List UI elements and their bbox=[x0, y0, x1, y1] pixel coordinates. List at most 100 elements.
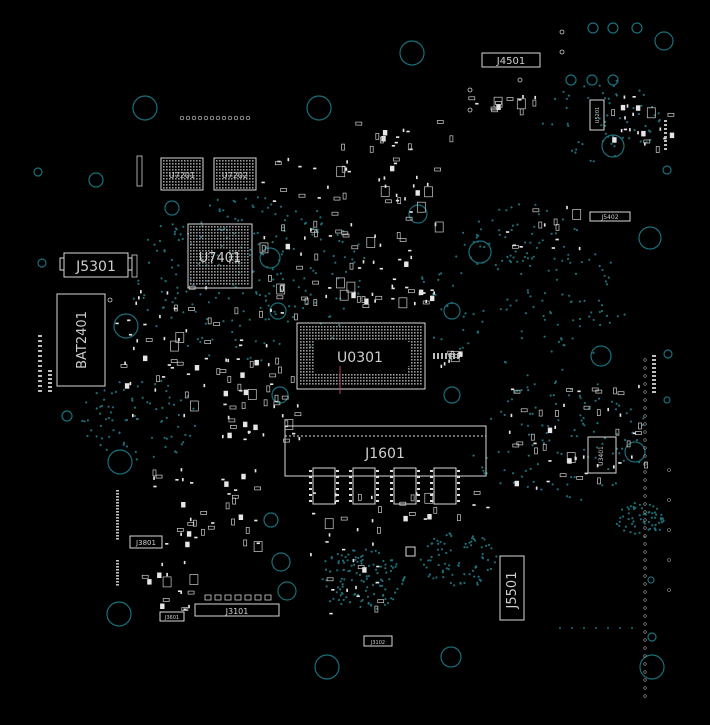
connector-j5402[interactable]: J5402 bbox=[589, 211, 631, 222]
bga-ball bbox=[354, 326, 356, 328]
bga-ball bbox=[190, 226, 192, 228]
pin-column bbox=[116, 520, 119, 522]
connector-j5501[interactable]: J5501 bbox=[499, 555, 525, 621]
bga-ball bbox=[243, 178, 245, 180]
chip-u7401[interactable]: U7401 bbox=[187, 223, 253, 289]
pad bbox=[185, 541, 190, 548]
bga-ball bbox=[229, 232, 231, 234]
component-outline bbox=[434, 221, 444, 233]
bga-ball bbox=[345, 374, 347, 376]
connector-j3102[interactable]: J3102 bbox=[363, 635, 393, 647]
bga-ball bbox=[231, 172, 233, 174]
pin-column bbox=[38, 390, 42, 392]
pad bbox=[391, 297, 395, 300]
pad bbox=[346, 588, 348, 592]
bga-ball bbox=[357, 377, 359, 379]
bga-ball bbox=[252, 175, 254, 177]
pad bbox=[555, 238, 559, 241]
via bbox=[588, 315, 591, 318]
pin-column bbox=[652, 391, 656, 393]
via bbox=[134, 450, 137, 453]
edge-via bbox=[643, 358, 647, 362]
via bbox=[271, 268, 274, 271]
via bbox=[629, 505, 632, 508]
edge-via bbox=[643, 382, 647, 386]
bga-ball bbox=[225, 169, 227, 171]
bga-ball bbox=[199, 265, 201, 267]
connector-j3601[interactable]: J3601 bbox=[159, 611, 185, 622]
edge-via bbox=[643, 670, 647, 674]
edge-via bbox=[643, 526, 647, 530]
bga-ball bbox=[417, 371, 419, 373]
bga-ball bbox=[235, 283, 237, 285]
chip-u5201[interactable]: U5201 bbox=[589, 99, 605, 131]
bga-ball bbox=[228, 187, 230, 189]
bga-ball bbox=[348, 326, 350, 328]
via bbox=[374, 549, 377, 553]
bga-ball bbox=[240, 175, 242, 177]
bga-ball bbox=[208, 250, 210, 252]
chip-u7202[interactable]: U7202 bbox=[213, 157, 257, 191]
bga-ball bbox=[181, 187, 183, 189]
bga-ball bbox=[163, 184, 165, 186]
via bbox=[597, 299, 601, 302]
connector-j3101[interactable]: J3101 bbox=[194, 603, 280, 617]
via bbox=[273, 310, 276, 313]
pin-column bbox=[664, 124, 667, 126]
component-outline bbox=[336, 166, 346, 178]
bga-ball bbox=[220, 226, 222, 228]
bga-ball bbox=[306, 350, 308, 352]
via bbox=[527, 454, 530, 457]
bga-ball bbox=[208, 283, 210, 285]
chip-u7201[interactable]: U7201 bbox=[160, 157, 204, 191]
bga-ball bbox=[211, 265, 213, 267]
via bbox=[419, 558, 422, 561]
pad bbox=[280, 312, 284, 314]
bga-ball bbox=[378, 374, 380, 376]
component-outline bbox=[644, 461, 648, 469]
via bbox=[340, 577, 343, 580]
bga-ball bbox=[205, 280, 207, 282]
pad bbox=[440, 364, 443, 368]
dimm-package bbox=[433, 467, 457, 505]
bga-ball bbox=[303, 332, 305, 334]
bga-ball bbox=[312, 383, 314, 385]
small-hole bbox=[559, 29, 565, 35]
via bbox=[485, 544, 488, 548]
connector-j3801[interactable]: J3801 bbox=[129, 535, 163, 549]
label-j3102: J3102 bbox=[370, 640, 385, 646]
via bbox=[182, 225, 185, 228]
via bbox=[547, 424, 550, 428]
chip-u3401[interactable]: U3401 bbox=[587, 436, 617, 474]
bga-ball bbox=[309, 377, 311, 379]
connector-j4501[interactable]: J4501 bbox=[481, 52, 541, 68]
component-outline bbox=[572, 209, 582, 220]
bga-ball bbox=[405, 377, 407, 379]
via bbox=[566, 122, 569, 125]
connector-j5301[interactable]: J5301 bbox=[59, 252, 133, 278]
via bbox=[541, 299, 544, 302]
component-outline bbox=[424, 492, 434, 504]
connector-j1601[interactable]: J1601 bbox=[284, 425, 487, 477]
pad bbox=[510, 388, 515, 391]
via bbox=[248, 254, 251, 257]
component-outline bbox=[200, 511, 208, 515]
pad bbox=[183, 560, 186, 565]
bga-ball bbox=[360, 329, 362, 331]
bga-ball bbox=[223, 268, 225, 270]
via bbox=[329, 315, 332, 318]
chip-u0301[interactable]: U0301 bbox=[296, 322, 426, 394]
battery-bat2401[interactable]: BAT2401 bbox=[56, 293, 106, 387]
bga-ball bbox=[420, 338, 422, 340]
bga-ball bbox=[300, 359, 302, 361]
bga-ball bbox=[324, 326, 326, 328]
via bbox=[596, 383, 599, 386]
bga-ball bbox=[235, 265, 237, 267]
bga-ball bbox=[324, 374, 326, 376]
via bbox=[344, 270, 348, 273]
component-outline bbox=[253, 541, 263, 552]
pin-column bbox=[652, 375, 656, 377]
bga-ball bbox=[330, 374, 332, 376]
bga-ball bbox=[384, 377, 386, 379]
